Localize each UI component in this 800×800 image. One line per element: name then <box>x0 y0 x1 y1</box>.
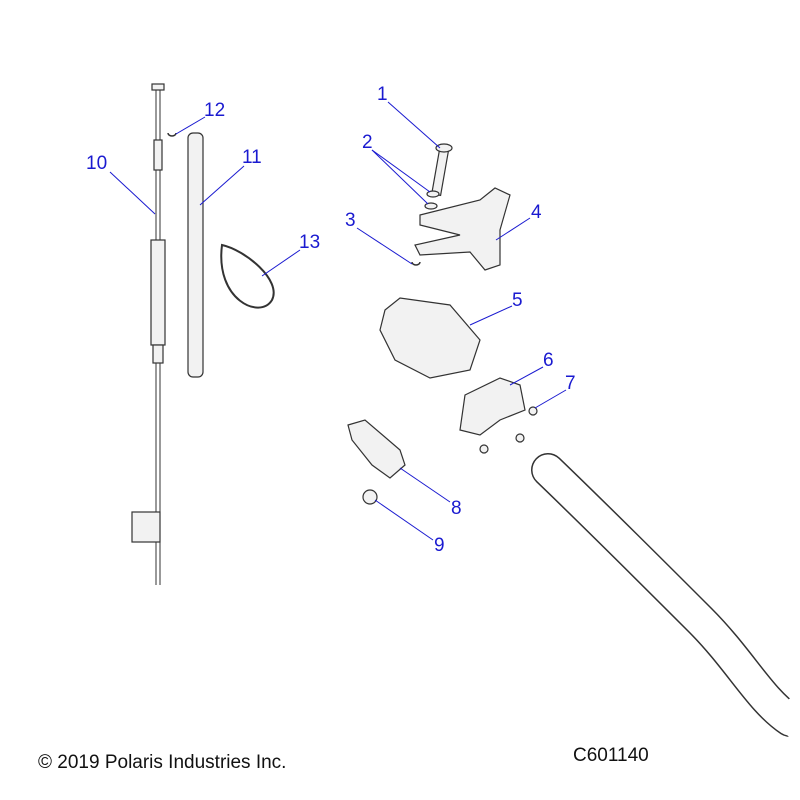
callout-7: 7 <box>565 373 576 394</box>
callout-12: 12 <box>204 100 225 121</box>
clip-part-3 <box>411 261 421 266</box>
callout-3: 3 <box>345 210 356 231</box>
nut-part-9 <box>362 489 378 505</box>
clamp-part-6 <box>459 377 526 436</box>
callout-8: 8 <box>451 498 462 519</box>
copyright-notice: © 2019 Polaris Industries Inc. <box>38 752 287 773</box>
leader-lines <box>109 101 567 541</box>
callout-11: 11 <box>242 147 262 168</box>
cable-tie-part-13 <box>220 243 275 309</box>
washer-part-2b <box>424 202 438 210</box>
callout-2: 2 <box>362 132 373 153</box>
screws-part-7 <box>479 406 538 454</box>
bracket-part-4 <box>414 187 511 271</box>
sleeve-part-11 <box>187 132 204 378</box>
washer-part-2 <box>426 190 440 198</box>
clip-part-12 <box>167 132 177 137</box>
callout-9: 9 <box>434 535 445 556</box>
switch-housing-part-5 <box>379 297 481 379</box>
cable-part-10 <box>131 83 166 585</box>
callout-1: 1 <box>377 84 388 105</box>
handlebar <box>531 453 800 750</box>
bolt-part-1 <box>431 143 453 197</box>
callout-4: 4 <box>531 202 542 223</box>
lever-part-8 <box>347 419 406 479</box>
callout-10: 10 <box>86 153 107 174</box>
callout-6: 6 <box>543 350 554 371</box>
diagram-id: C601140 <box>573 745 649 766</box>
callout-5: 5 <box>512 290 523 311</box>
callout-13: 13 <box>299 232 320 253</box>
